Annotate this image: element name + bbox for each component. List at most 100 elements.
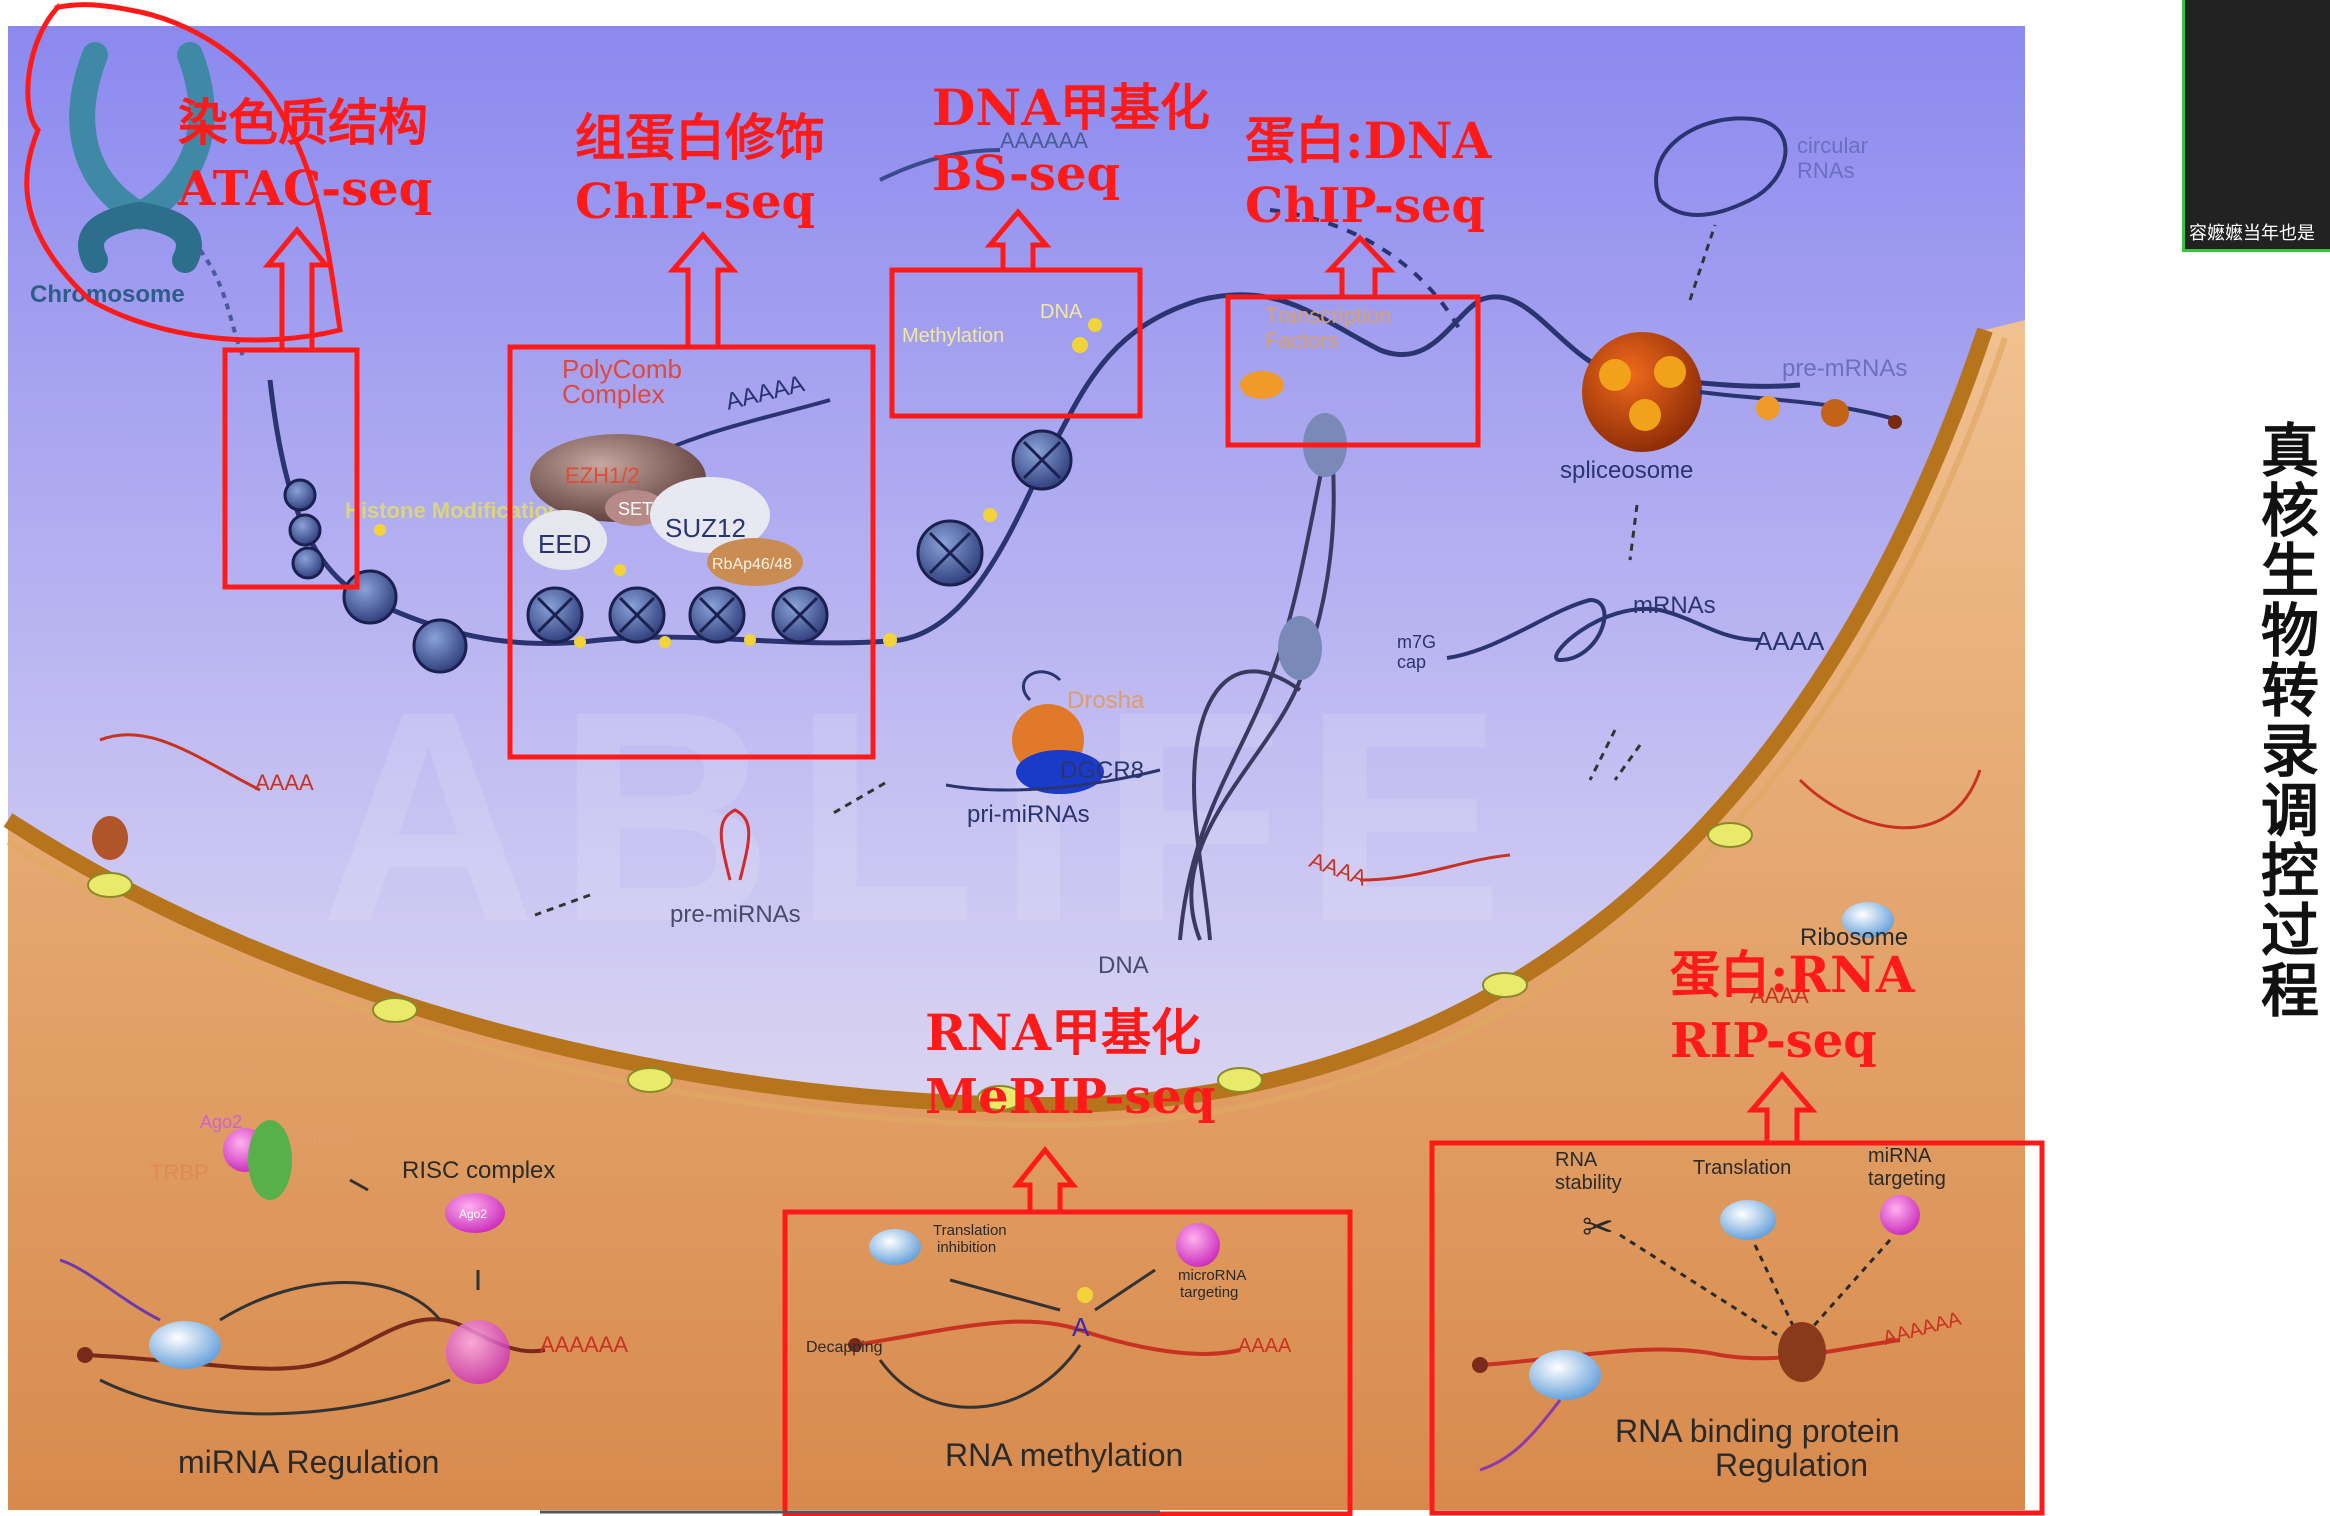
nuclear-membrane (3, 327, 1993, 1114)
risc-ago-protein (445, 1193, 505, 1233)
rna-polymerase-2 (1278, 616, 1322, 680)
annotation-rna-methyl-line1: RNA甲基化 (925, 1003, 1201, 1062)
annotation-protein-rna-line2: RIP-seq (1670, 1013, 1877, 1069)
microrna-targeting-line2: targeting (1180, 1284, 1238, 1301)
participant-name: 容嬷嬷当年也是 (2189, 223, 2315, 244)
risc-ago-label: Ago2 (459, 1207, 487, 1221)
dna-label: DNA (1098, 952, 1149, 979)
annotation-protein-dna-line2: ChIP-seq (1245, 178, 1485, 234)
pre-mirnas-label: pre-miRNAs (670, 901, 801, 928)
pre-mrnas-label: pre-mRNAs (1782, 355, 1907, 382)
set-protein (605, 490, 665, 526)
dicer-label: Dicer (295, 1124, 351, 1151)
tf-label-line1: Transcription (1265, 303, 1391, 328)
transcription-factor-protein (1240, 371, 1284, 399)
m7g-line1: m7G (1397, 632, 1436, 652)
annotation-histone-line2: ChIP-seq (575, 174, 815, 230)
rbp-regulation-line2: Regulation (1715, 1447, 1868, 1483)
trbp-label: TRBP (150, 1160, 209, 1185)
spliceosome-label: spliceosome (1560, 457, 1693, 484)
nuclear-pores (87, 822, 1753, 1111)
rna-stability-line1: RNA (1555, 1149, 1598, 1171)
methyl-ribosome (869, 1229, 921, 1265)
annotation-histone-line1: 组蛋白修饰 (575, 108, 825, 167)
rbp-ribosome-2 (1529, 1350, 1601, 1400)
mrna-strand (1446, 597, 1761, 663)
risc-label: RISC complex (402, 1157, 555, 1184)
watermark: ABLIFE (320, 648, 1523, 984)
mrnas-label: mRNAs (1633, 592, 1716, 619)
annotation-chromatin-line1: 染色质结构 (178, 93, 428, 152)
methyl-microrna-protein (1176, 1223, 1220, 1267)
dna-methylation-label-line1: DNA (1040, 301, 1083, 323)
translation-inhibition-line1: Translation (933, 1222, 1007, 1239)
scissors-icon: ✂ (1582, 1207, 1614, 1249)
eed-protein (523, 510, 607, 570)
pri-mirnas-label: pri-miRNAs (967, 801, 1090, 828)
mrna-polya: AAAA (1755, 626, 1825, 656)
dna-helix (1178, 429, 1336, 941)
mirna-risc-target (446, 1320, 510, 1384)
decapping-label: Decapping (806, 1339, 883, 1356)
mirna-polya: AAAAAA (540, 1332, 628, 1357)
methyl-a-label: A (1072, 1312, 1090, 1342)
rbp-translation-label: Translation (1693, 1157, 1791, 1179)
pre-mirna-hairpin (719, 808, 751, 881)
dgcr8-label: DGCR8 (1060, 757, 1144, 784)
methyl-mrna-strand (854, 1319, 1241, 1356)
ribosome-label: Ribosome (1800, 924, 1908, 951)
rna-methylation-label: RNA methylation (945, 1437, 1183, 1473)
circular-rna-shape (1654, 116, 1788, 217)
ago2-label: Ago2 (200, 1112, 242, 1132)
eed-label: EED (538, 529, 591, 559)
m7g-line2: cap (1397, 652, 1426, 672)
rna-methylation-box (782, 1209, 1353, 1516)
rna-binding-protein (1778, 1322, 1826, 1382)
nucleus-polya-left: AAAA (255, 770, 314, 795)
circular-rnas-line2: RNAs (1797, 158, 1854, 183)
mirna-targeting-line1: miRNA (1868, 1145, 1932, 1167)
ezh-label: EZH1/2 (565, 463, 640, 488)
chromatin-fiber (267, 292, 1801, 674)
translation-inhibition-line2: inhibition (937, 1239, 996, 1256)
spliceosome (1582, 332, 1702, 452)
suz12-label: SUZ12 (665, 513, 746, 543)
dna-methylation-label-line2: Methylation (902, 325, 1004, 347)
rbp-ribosome (1720, 1200, 1776, 1240)
set-label: SET (618, 499, 653, 519)
mirna-regulation-label: miRNA Regulation (178, 1444, 439, 1480)
cytoplasm-region (8, 320, 2025, 1510)
microrna-targeting-line1: microRNA (1178, 1267, 1246, 1284)
annotation-overlay (24, 2, 2045, 1516)
protein-dna-box (1225, 294, 1481, 448)
participant-video-tile[interactable]: 容嬷嬷当年也是 (2182, 0, 2330, 252)
ribosome-icon (1842, 902, 1894, 938)
histone-box (507, 344, 876, 760)
annotation-arrows (262, 208, 1818, 1210)
annotation-rna-methyl-line2: MeRIP-seq (925, 1069, 1216, 1125)
annotation-dna-methyl-line1: DNA甲基化 (932, 78, 1210, 137)
annotation-protein-dna-line1: 蛋白:DNA (1245, 111, 1493, 170)
rbap-protein (707, 538, 803, 586)
dgcr8-protein (1016, 750, 1104, 794)
dicer-protein (248, 1120, 292, 1200)
polya-top: AAAAAA (1000, 128, 1088, 153)
side-caption: 真核生物转录调控过程 (2251, 420, 2319, 1020)
annotation-protein-rna-line1: 蛋白:RNA (1670, 945, 1916, 1004)
rna-stability-line2: stability (1555, 1172, 1622, 1194)
polycomb-label-line2: Complex (562, 379, 665, 409)
ribosome-polya: AAAA (1750, 983, 1809, 1008)
chromatin-box (222, 347, 360, 590)
chromosome-label: Chromosome (30, 281, 185, 308)
mirna-ribosome (149, 1321, 221, 1369)
protein-rna-box (1429, 1140, 2045, 1516)
chromosome-icon (69, 42, 215, 273)
rbp-mirna-protein (1880, 1195, 1920, 1235)
mirna-targeting-line2: targeting (1868, 1168, 1946, 1190)
suz12-protein (650, 477, 770, 553)
polycomb-label-line1: PolyComb (562, 354, 682, 384)
tf-label-line2: Factors (1265, 328, 1338, 353)
circular-rnas-line1: circular (1797, 133, 1868, 158)
rbp-regulation-line1: RNA binding protein (1615, 1413, 1900, 1449)
